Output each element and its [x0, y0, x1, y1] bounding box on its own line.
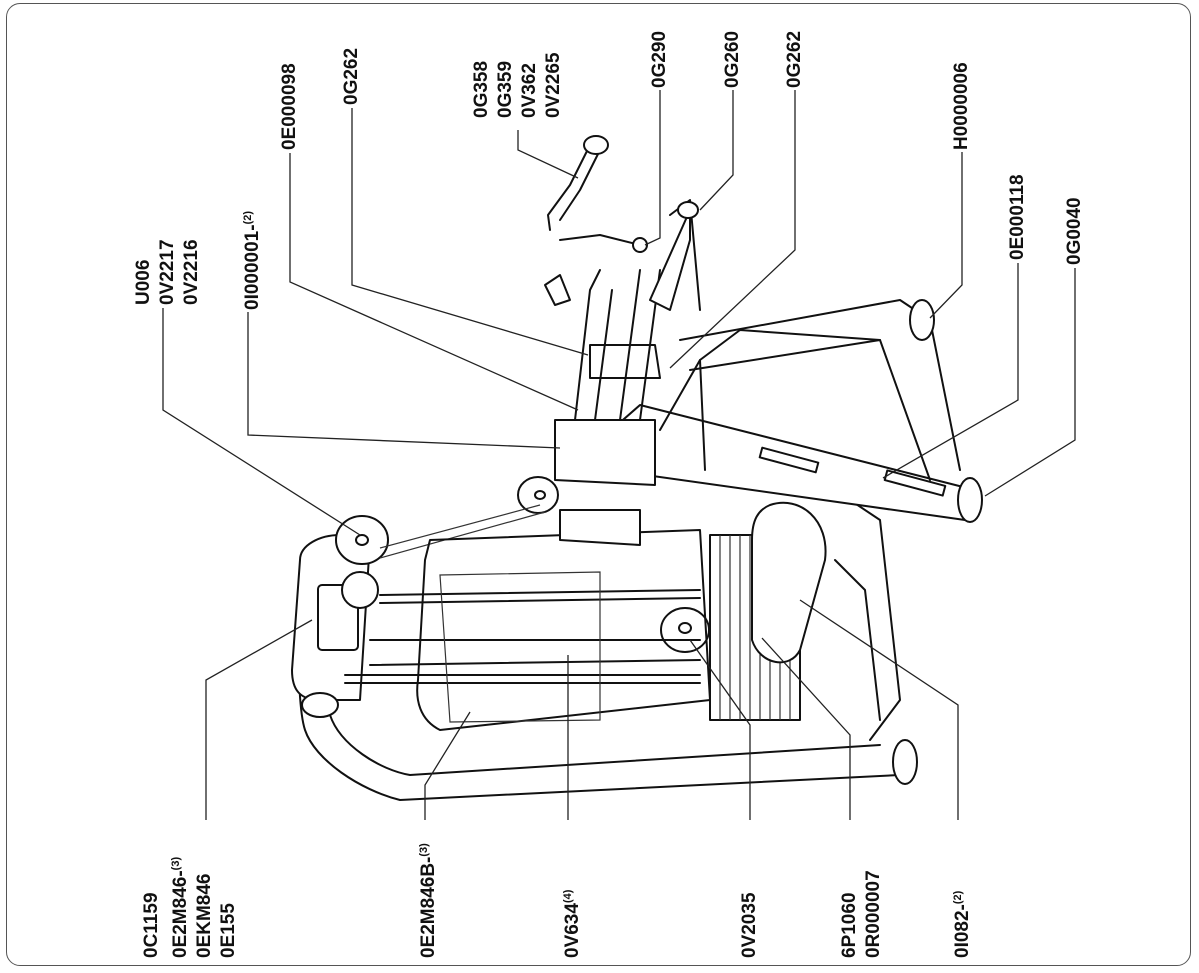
label-0g262-b: 0G262 — [784, 30, 805, 88]
label-0v634-note: (4) — [562, 889, 574, 904]
label-0e2m846-row: 0E2M846-(3) — [164, 857, 193, 958]
label-0e2m846: 0E2M846- — [170, 870, 191, 958]
label-0g262-a: 0G262 — [341, 47, 362, 105]
label-0e2m846b: 0E2M846B-(3) — [412, 843, 441, 958]
label-0v634-text: 0V634 — [562, 903, 583, 958]
label-0i000001-text: 0I000001- — [242, 224, 263, 310]
label-0e2m846-note: (3) — [170, 856, 182, 871]
label-0ekm846-group: 0EKM846 0E155 — [194, 873, 239, 959]
label-h0000006: H0000006 — [951, 62, 972, 150]
label-0e000118: 0E000118 — [1007, 174, 1028, 260]
label-0c1159: 0C1159 — [141, 892, 162, 958]
label-0v2035: 0V2035 — [739, 892, 760, 958]
label-0e000098: 0E000098 — [279, 63, 300, 150]
machine-illustration — [291, 135, 983, 801]
label-6p1060-group: 6P1060 0R000007 — [839, 870, 884, 958]
label-0v634: 0V634(4) — [556, 890, 585, 958]
diagram-frame — [6, 3, 1191, 966]
label-0i082-text: 0I082- — [952, 904, 973, 958]
label-0e2m846b-note: (3) — [418, 843, 430, 857]
label-0g260: 0G260 — [722, 30, 743, 88]
label-0g290: 0G290 — [649, 30, 670, 88]
label-0e2m846b-text: 0E2M846B- — [418, 856, 439, 958]
callout-lines — [162, 90, 1076, 820]
label-u006-group: U006 0V2217 0V2216 — [133, 239, 202, 305]
label-0g358-group: 0G358 0G359 0V362 0V2265 — [471, 52, 564, 118]
label-0i082: 0I082-(2) — [946, 891, 975, 958]
label-0i000001-note: (2) — [242, 210, 254, 225]
label-0g0040: 0G0040 — [1064, 197, 1085, 265]
label-0i000001: 0I000001-(2) — [236, 211, 265, 310]
label-0i082-note: (2) — [952, 890, 964, 905]
